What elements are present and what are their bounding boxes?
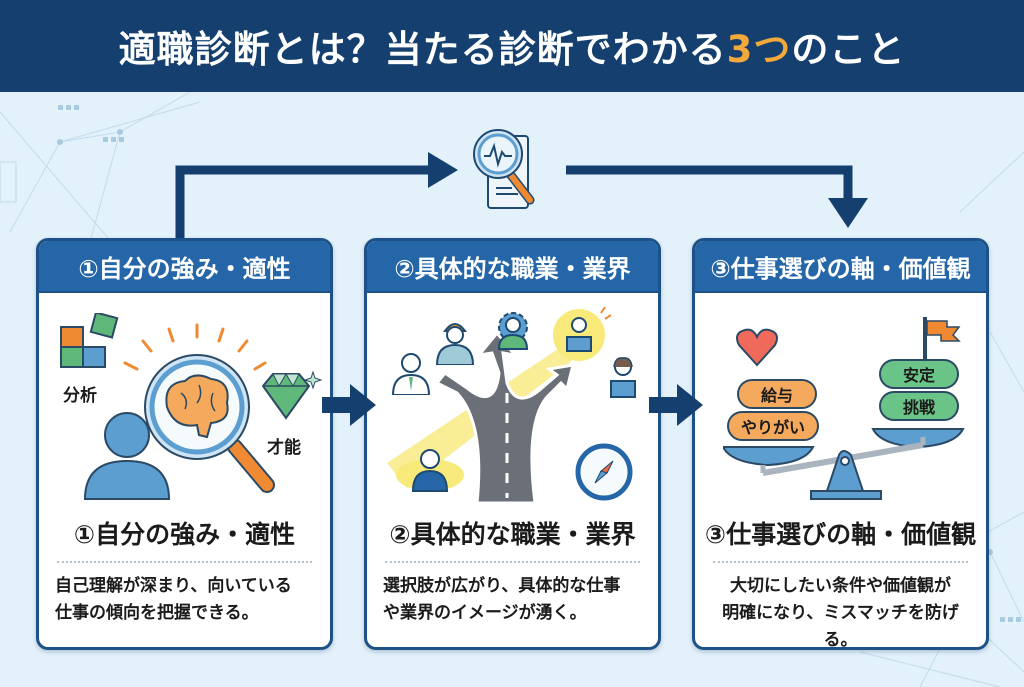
flow-line-left (175, 165, 430, 238)
card-divider (57, 561, 312, 563)
value-pill-stability: 安定 (879, 359, 959, 389)
value-pill-salary: 給与 (737, 379, 817, 409)
arrow-right-icon (649, 384, 703, 426)
title-main: 適職診断とは？当たる診断でわかる (118, 28, 727, 71)
card-strengths: ①自分の強み・適性 分析 (36, 238, 333, 650)
arrow-right-icon (322, 384, 376, 426)
card-illustration: 給与 やりがい 安定 挑戦 (695, 293, 986, 503)
card-header: ①自分の強み・適性 (39, 241, 330, 293)
label-analysis: 分析 (63, 386, 97, 406)
heart-icon (736, 328, 778, 367)
construction-worker-icon (435, 323, 475, 365)
flow-line-right (566, 165, 853, 200)
compass-icon (575, 443, 633, 501)
flow-arrowhead-right (428, 152, 458, 188)
flow-connector (175, 152, 868, 238)
value-pill-rewarding: やりがい (727, 411, 819, 441)
description-line: 自己理解が深まり、向いている (55, 576, 292, 596)
flow-arrowhead-down (828, 198, 868, 228)
description-line: 仕事の傾向を把握できる。 (55, 603, 259, 623)
engineer-icon (497, 312, 529, 350)
card-header: ②具体的な職業・業界 (367, 241, 658, 293)
card-description: 大切にしたい条件や価値観が 明確になり、ミスマッチを防げる。 (695, 573, 986, 650)
page-title: 適職診断とは？当たる診断でわかる3つのこと (119, 19, 906, 73)
card-subtitle: ②具体的な職業・業界 (389, 520, 636, 549)
card-divider (713, 561, 968, 563)
doctor-icon (391, 353, 431, 395)
label-talent: 才能 (267, 438, 301, 458)
title-tail: のこと (791, 28, 906, 71)
card-description: 選択肢が広がり、具体的な仕事 や業界のイメージが湧く。 (367, 573, 658, 627)
balance-scale-icon (723, 428, 965, 500)
card-illustration: 分析 才能 (39, 293, 330, 503)
page-header: 適職診断とは？当たる診断でわかる3つのこと (0, 0, 1024, 92)
laptop-worker-icon (553, 307, 611, 361)
title-accent: 3つ (726, 28, 792, 71)
puzzle-icon (60, 313, 119, 368)
businessman-icon (396, 449, 464, 492)
card-description: 自己理解が深まり、向いている 仕事の傾向を把握できる。 (39, 573, 330, 627)
card-illustration (367, 293, 658, 503)
description-line: 明確になり、ミスマッチを防げる。 (722, 603, 959, 650)
card-divider (385, 561, 640, 563)
description-line: 大切にしたい条件や価値観が (730, 576, 951, 596)
card-header: ③仕事選びの軸・価値観 (695, 241, 986, 293)
flag-icon (923, 317, 961, 361)
card-values: ③仕事選びの軸・価値観 給与 やりがい 安定 挑戦 ③仕事選びの軸・価値観 大切… (692, 238, 989, 650)
value-pill-challenge: 挑戦 (879, 391, 959, 421)
card-occupations: ②具体的な職業・業界 (364, 238, 661, 650)
description-line: 選択肢が広がり、具体的な仕事 (383, 576, 621, 596)
brain-magnifier-icon (123, 323, 275, 493)
card-subtitle: ①自分の強み・適性 (73, 520, 296, 549)
card-subtitle: ③仕事選びの軸・価値観 (704, 520, 977, 549)
diagnosis-magnifier-document-icon (473, 129, 535, 209)
description-line: や業界のイメージが湧く。 (383, 603, 587, 623)
diamond-icon (261, 370, 323, 420)
person-icon (83, 412, 171, 500)
office-worker-icon (610, 357, 636, 398)
